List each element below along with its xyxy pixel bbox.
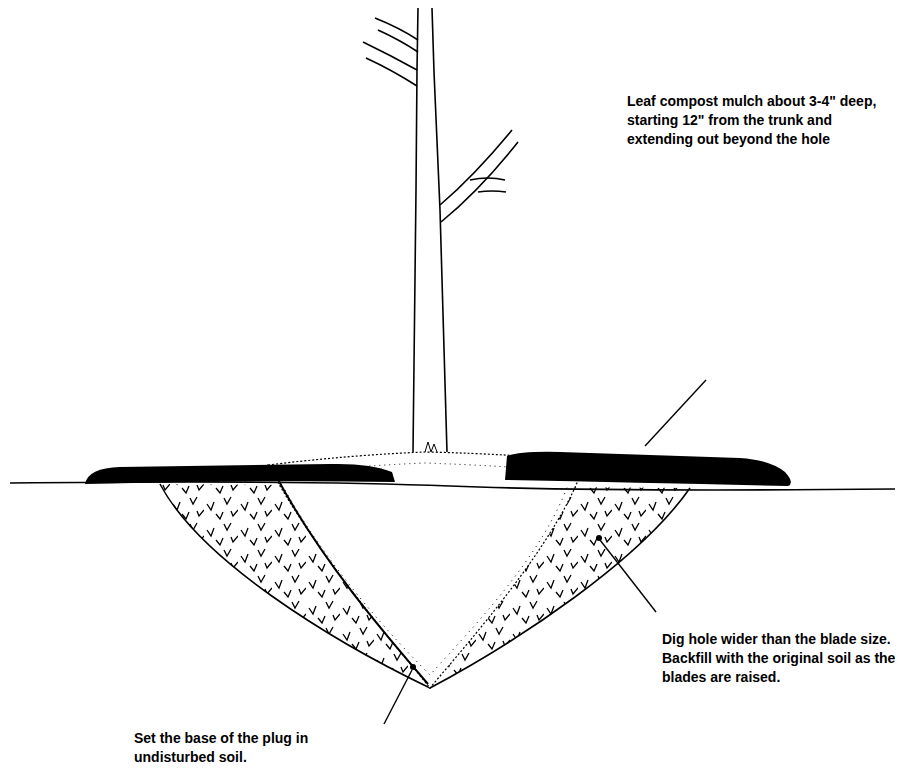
leader-dot [410,664,416,670]
callout-text: Set the base of the plug in undisturbed … [134,729,349,767]
plug-edge [274,472,428,684]
tree [363,8,518,452]
leader-line [645,380,706,446]
leader-line [384,670,412,724]
mulch-left [85,464,395,484]
callout-text: Leaf compost mulch about 3-4" deep, star… [627,92,897,149]
callout-text: Dig hole wider than the blade size. Back… [662,630,900,687]
mulch-right [505,452,791,486]
plug-stipple [285,485,568,675]
leader-dot [596,535,602,541]
root-plug [268,452,585,688]
leader-line [600,540,656,612]
